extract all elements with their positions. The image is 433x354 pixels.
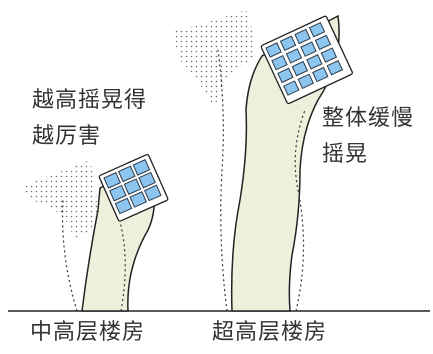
window bbox=[300, 41, 317, 57]
window bbox=[265, 42, 282, 58]
super-sway-note-line1: 整体缓慢 bbox=[322, 106, 415, 131]
window bbox=[297, 73, 315, 90]
window bbox=[283, 80, 300, 96]
window bbox=[279, 35, 297, 51]
mid-window-grid bbox=[98, 153, 169, 222]
super-sway-note-line2: 摇晃 bbox=[322, 142, 369, 167]
window bbox=[129, 191, 148, 208]
mid-sway-outline-left bbox=[61, 199, 78, 312]
super-flex-line-right bbox=[294, 109, 306, 312]
tall-sway-note-line2: 越厉害 bbox=[32, 124, 102, 149]
window bbox=[143, 184, 162, 202]
super-sway-trail bbox=[172, 10, 256, 110]
window bbox=[291, 60, 309, 77]
window bbox=[308, 21, 326, 38]
window bbox=[326, 60, 344, 76]
window bbox=[117, 165, 136, 183]
mid-rise-caption: 中高层楼房 bbox=[30, 320, 146, 345]
window bbox=[277, 67, 294, 84]
window bbox=[271, 54, 288, 71]
window bbox=[123, 178, 142, 195]
super-flex-line-left bbox=[217, 49, 228, 312]
mid-sway-trail bbox=[22, 160, 98, 240]
window bbox=[320, 47, 338, 63]
mid-sway-outline-right bbox=[119, 221, 126, 312]
window bbox=[314, 34, 332, 51]
window bbox=[132, 159, 151, 176]
window bbox=[306, 54, 323, 70]
tall-sway-note-line1: 越高摇晃得 bbox=[32, 88, 148, 113]
window bbox=[114, 197, 133, 215]
window bbox=[138, 171, 156, 189]
super-high-rise-caption: 超高层楼房 bbox=[212, 320, 328, 345]
mid-rise-building bbox=[22, 153, 169, 312]
super-high-rise-building bbox=[172, 10, 353, 312]
window bbox=[312, 66, 329, 83]
window bbox=[103, 172, 122, 189]
window bbox=[294, 28, 311, 45]
window bbox=[285, 48, 303, 64]
window bbox=[109, 184, 127, 202]
super-window-grid bbox=[260, 15, 353, 105]
